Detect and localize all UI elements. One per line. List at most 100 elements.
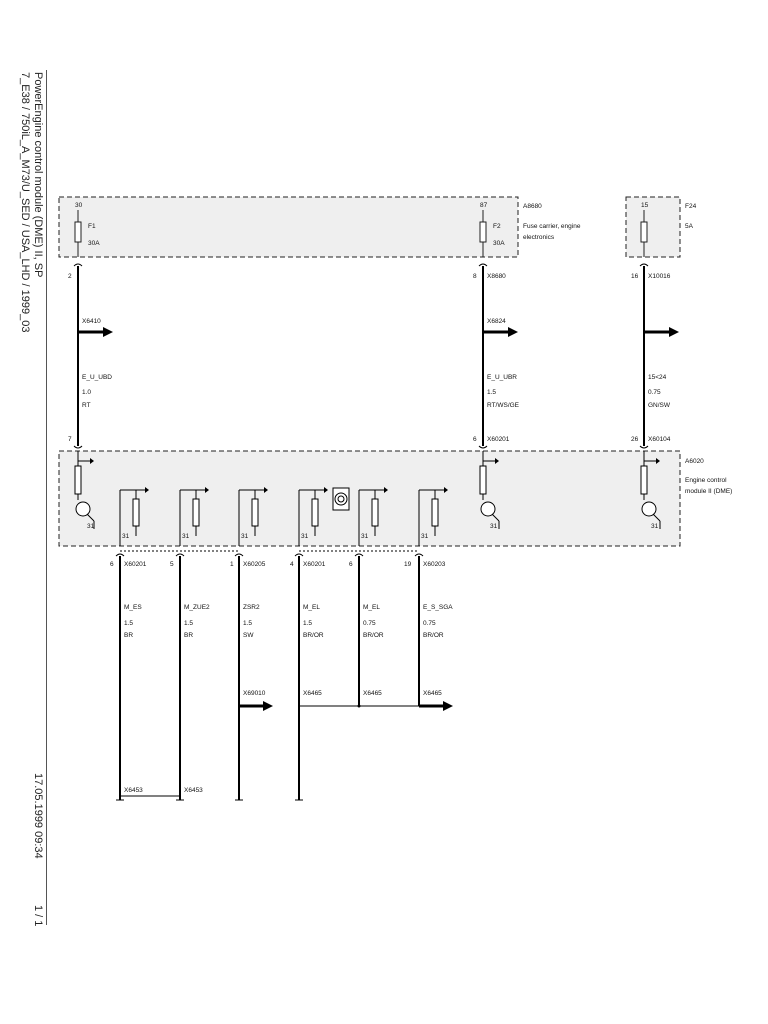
- ecm-input-stage-2: [479, 451, 500, 529]
- bwire2-end-connector: X6453: [184, 787, 203, 794]
- fuse-carrier-id: A8680: [523, 203, 542, 210]
- bwire6-connector: X60203: [423, 561, 446, 568]
- ground-label: 31: [490, 523, 498, 530]
- f24-terminal: 15: [641, 202, 649, 209]
- bwire5-pin: 6: [349, 561, 353, 568]
- bwire1-signal: M_ES: [124, 604, 142, 611]
- ecm-name-1: Engine control: [685, 477, 727, 484]
- ecm-id: A6020: [685, 458, 704, 465]
- fuse-f24-box: [625, 196, 681, 258]
- wire3-pin-top: 16: [631, 273, 639, 280]
- bwire1-end-connector: X6453: [124, 787, 143, 794]
- f1-name: F1: [88, 223, 96, 230]
- bwire5-color: BR/OR: [363, 632, 384, 639]
- bwire3-end-connector: X69010: [243, 690, 266, 697]
- ecm-output-stage-2: [179, 487, 209, 546]
- bwire1-pin: 6: [110, 561, 114, 568]
- ground-label: 31: [301, 533, 309, 540]
- wire3-gauge: 0.75: [648, 389, 661, 396]
- ecm-output-stage-5: [358, 487, 388, 546]
- f2-terminal: 87: [480, 202, 488, 209]
- wire2-gauge: 1.5: [487, 389, 496, 396]
- wire3-signal: 15<24: [648, 374, 667, 381]
- engine-control-module-box: [58, 450, 681, 547]
- f2-rating: 30A: [493, 240, 505, 247]
- bwire6-end-connector: X6465: [423, 690, 442, 697]
- wire1-color: RT: [82, 402, 91, 409]
- bwire3-gauge: 1.5: [243, 620, 252, 627]
- fuse-carrier-name-2: electronics: [523, 234, 555, 241]
- wire-e-u-ubd: [73, 263, 113, 449]
- fuse-f2: [479, 221, 487, 243]
- fuse-carrier-name-1: Fuse carrier, engine: [523, 223, 581, 230]
- bwire1-connector: X60201: [124, 561, 147, 568]
- bwire6-pin: 19: [404, 561, 412, 568]
- ecm-output-stage-6: [418, 487, 448, 546]
- wire-m-el-2: [354, 553, 364, 706]
- bwire4-signal: M_EL: [303, 604, 320, 611]
- wire-e-s-sga: [414, 553, 453, 711]
- ecm-output-stage-4: [298, 487, 328, 546]
- wire-m-zue2: [175, 553, 185, 801]
- bwire3-color: SW: [243, 632, 254, 639]
- wire2-pin-top: 8: [473, 273, 477, 280]
- bwire6-color: BR/OR: [423, 632, 444, 639]
- bwire6-signal: E_S_SGA: [423, 604, 453, 611]
- f1-terminal: 30: [75, 202, 83, 209]
- bwire2-pin: 5: [170, 561, 174, 568]
- wire1-pin-bottom: 7: [68, 436, 72, 443]
- bwire4-pin: 4: [290, 561, 294, 568]
- ecm-output-stage-3: [238, 487, 268, 546]
- sidebar-rule: [46, 70, 47, 925]
- ground-label: 31: [421, 533, 429, 540]
- speed-sensor-icon: [332, 487, 350, 511]
- wire-zsr2: [234, 553, 273, 801]
- bwire2-signal: M_ZUE2: [184, 604, 210, 611]
- bwire1-gauge: 1.5: [124, 620, 133, 627]
- wire3-connector-top: X10016: [648, 273, 671, 280]
- wire-m-el-1: [294, 553, 304, 801]
- ground-label: 31: [241, 533, 249, 540]
- wire-e-u-ubr: [478, 263, 518, 449]
- ground-label: 31: [182, 533, 190, 540]
- f24-rating: 5A: [685, 223, 694, 230]
- bwire3-pin: 1: [230, 561, 234, 568]
- f2-name: F2: [493, 223, 501, 230]
- bwire5-gauge: 0.75: [363, 620, 376, 627]
- bwire6-gauge: 0.75: [423, 620, 436, 627]
- bwire4-color: BR/OR: [303, 632, 324, 639]
- fuse-f24: [640, 221, 648, 243]
- wire1-pin-top: 2: [68, 273, 72, 280]
- wire-15-24: [639, 263, 679, 449]
- bwire3-connector: X60205: [243, 561, 266, 568]
- ecm-output-stage-1: [119, 487, 149, 546]
- wire2-connector-bottom: X60201: [487, 436, 510, 443]
- wire2-connector-top: X8680: [487, 273, 506, 280]
- wire2-color: RT/WS/GE: [487, 402, 520, 409]
- f24-name: F24: [685, 203, 697, 210]
- bwire4-connector: X60201: [303, 561, 326, 568]
- ground-label: 31: [651, 523, 659, 530]
- bwire4-gauge: 1.5: [303, 620, 312, 627]
- fuse-carrier-box: [58, 196, 519, 258]
- ground-label: 31: [122, 533, 130, 540]
- wire2-signal: E_U_UBR: [487, 374, 517, 381]
- wire1-signal: E_U_UBD: [82, 374, 112, 381]
- wire2-pin-bottom: 6: [473, 436, 477, 443]
- f1-rating: 30A: [88, 240, 100, 247]
- wire2-arrow-connector: X6824: [487, 318, 506, 325]
- ground-label: 31: [361, 533, 369, 540]
- wire1-arrow-connector: X6410: [82, 318, 101, 325]
- bwire2-gauge: 1.5: [184, 620, 193, 627]
- bwire1-color: BR: [124, 632, 133, 639]
- wire3-color: GN/SW: [648, 402, 671, 409]
- splice-node: [357, 704, 361, 708]
- wire3-connector-bottom: X60104: [648, 436, 671, 443]
- ecm-name-2: module II (DME): [685, 488, 732, 495]
- fuse-f1: [74, 221, 82, 243]
- ecm-input-stage-3: [640, 451, 661, 529]
- bwire4-end-connector: X6465: [303, 690, 322, 697]
- bwire5-end-connector: X6465: [363, 690, 382, 697]
- wire1-gauge: 1.0: [82, 389, 91, 396]
